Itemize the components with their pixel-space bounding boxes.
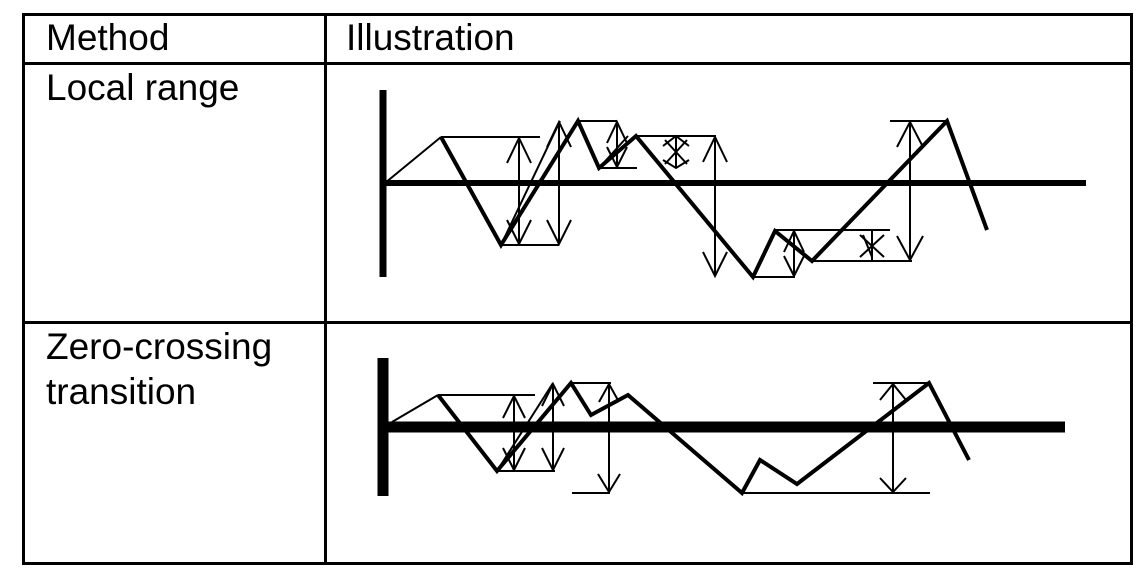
header-method: Method	[46, 17, 170, 58]
row-2-method-line1: Zero-crossing	[46, 326, 273, 367]
method-illustration-table	[22, 13, 1133, 565]
row-2-method-line2: transition	[46, 371, 197, 412]
zero-crossing-diagram	[377, 358, 1065, 497]
row-1-method: Local range	[46, 67, 240, 108]
row-divider	[25, 321, 1130, 324]
header-illustration: Illustration	[346, 17, 515, 58]
local-range-diagram	[379, 90, 1086, 281]
column-divider	[324, 16, 327, 562]
header-divider	[25, 62, 1130, 65]
